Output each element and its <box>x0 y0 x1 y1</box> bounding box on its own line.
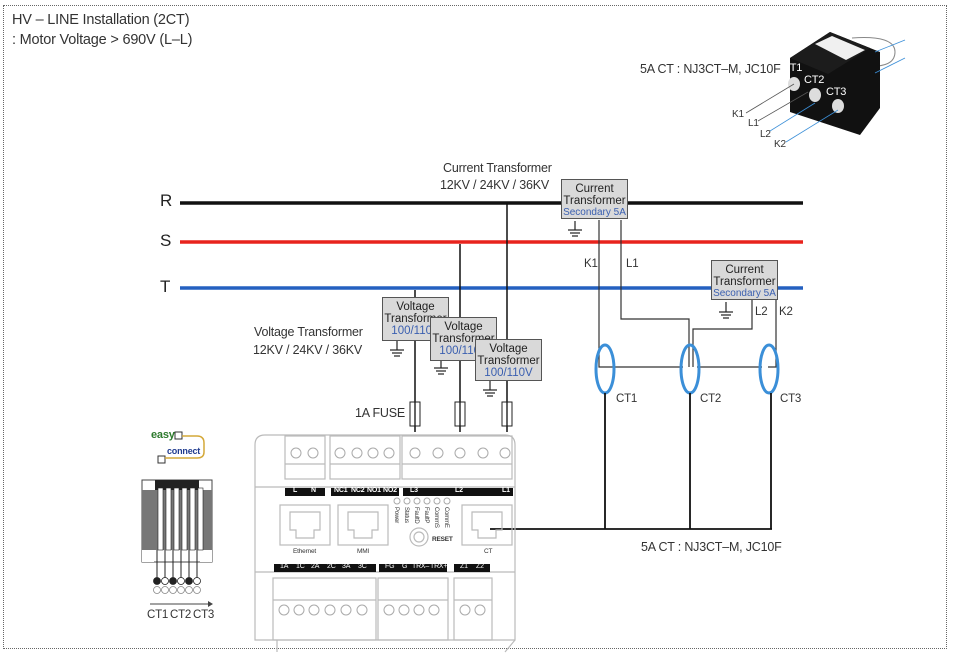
easy-connect-logo <box>157 431 205 464</box>
port-mmi-label: MMI <box>357 548 370 555</box>
ct-ring-2 <box>679 343 701 395</box>
term-3a: 3A <box>342 563 351 570</box>
relay-device <box>254 434 516 653</box>
vt-box-line1: Voltage <box>489 343 528 355</box>
ct-product-hole-2: CT2 <box>804 74 825 86</box>
ct-ring-1 <box>594 343 616 395</box>
vt-box-sub: 100/110V <box>484 367 533 379</box>
led-faultp: FaultP <box>423 507 429 524</box>
ct-box-sub: Secondary 5A <box>713 288 776 299</box>
ground-icon <box>719 302 733 319</box>
terminal-k2: K2 <box>779 306 793 318</box>
pin-label-ct3: CT3 <box>193 609 215 621</box>
ct-product-wire-k1: K1 <box>732 109 744 120</box>
bottom-screws <box>278 604 486 616</box>
ct-product-image <box>745 32 906 143</box>
ct-product-hole-1: CT1 <box>782 62 803 74</box>
term-trx-plus: TRX+ <box>430 563 448 570</box>
ct-rating-title: Current Transformer <box>443 161 552 175</box>
term-z1: Z1 <box>460 563 468 570</box>
term-n: N <box>311 487 316 494</box>
term-l3: L3 <box>410 487 418 494</box>
wire-l1 <box>620 220 690 367</box>
wire-l2 <box>692 300 753 367</box>
term-g: G <box>402 563 408 570</box>
terminal-k1: K1 <box>584 258 598 270</box>
ct-ring-label-2: CT2 <box>700 393 722 405</box>
ct-product-wire-l1: L1 <box>748 118 759 129</box>
term-2c: 2C <box>327 563 336 570</box>
reset-button-label: RESET <box>432 536 453 543</box>
pin-label-ct1: CT1 <box>147 609 169 621</box>
vt-box-line1: Voltage <box>396 301 435 313</box>
term-2a: 2A <box>311 563 320 570</box>
phase-label-r: R <box>160 191 173 210</box>
led-faultd: FaultD <box>413 507 419 524</box>
led-comms: CommS <box>433 507 439 528</box>
term-no1: NO1 <box>367 487 381 494</box>
ct-box-line1: Current <box>575 183 614 195</box>
led-status: Status <box>403 507 409 523</box>
terminal-l1: L1 <box>626 258 639 270</box>
vt-rating-voltage: 12KV / 24KV / 36KV <box>253 343 362 357</box>
easy-connect-word2: connect <box>167 446 201 456</box>
ground-icon <box>390 340 404 357</box>
ct-ring-label-1: CT1 <box>616 393 638 405</box>
diagram-frame <box>3 5 947 649</box>
ct-box-1: Current Transformer Secondary 5A <box>561 179 628 219</box>
port-ethernet-label: Ethernet <box>293 548 316 555</box>
phase-label-s: S <box>160 231 172 250</box>
term-fg: FG <box>385 563 395 570</box>
diagram-subtitle: : Motor Voltage > 690V (L–L) <box>12 32 193 48</box>
rj-connector-icon <box>141 479 213 607</box>
term-1a: 1A <box>280 563 289 570</box>
term-l2: L2 <box>455 487 463 494</box>
term-l: L <box>293 487 298 494</box>
term-nc2: NC2 <box>351 487 365 494</box>
ct-product-wire-l2: L2 <box>760 129 771 140</box>
term-no2: NO2 <box>383 487 397 494</box>
ct-product-model-label: 5A CT : NJ3CT–M, JC10F <box>640 62 781 76</box>
ct-product-hole-3: CT3 <box>826 86 847 98</box>
ct-box-line1: Current <box>725 264 764 276</box>
term-nc1: NC1 <box>334 487 348 494</box>
easy-connect-word1: easy <box>151 429 175 441</box>
ground-icon <box>483 380 497 397</box>
term-1c: 1C <box>296 563 305 570</box>
port-ct-label: CT <box>484 548 493 555</box>
vt-box-line2: Transformer <box>477 355 540 367</box>
wire-k2 <box>768 300 777 368</box>
leds <box>393 497 451 505</box>
led-power: Power <box>393 507 399 524</box>
ct-rating-voltage: 12KV / 24KV / 36KV <box>440 178 549 192</box>
pin-label-ct2: CT2 <box>170 609 192 621</box>
wire-k1 <box>598 220 612 368</box>
ct-box-line2: Transformer <box>563 195 626 207</box>
terminal-l2: L2 <box>755 306 768 318</box>
ct-product-wire-k2: K2 <box>774 139 786 150</box>
diagram-title: HV – LINE Installation (2CT) <box>12 12 190 28</box>
vt-rating-title: Voltage Transformer <box>254 325 363 339</box>
ct-model-label: 5A CT : NJ3CT–M, JC10F <box>641 540 782 554</box>
phase-label-t: T <box>160 277 171 296</box>
ct-ring-3 <box>758 343 780 395</box>
fuse-label: 1A FUSE <box>355 406 406 420</box>
term-3c: 3C <box>358 563 367 570</box>
ct-ring-label-3: CT3 <box>780 393 802 405</box>
ct-box-line2: Transformer <box>713 276 776 288</box>
term-l1: L1 <box>502 487 510 494</box>
vt-box-3: Voltage Transformer 100/110V <box>475 339 542 381</box>
term-z2: Z2 <box>476 563 484 570</box>
led-comme: CommE <box>443 507 449 528</box>
ct-box-sub: Secondary 5A <box>563 207 626 218</box>
term-trx-minus: TRX– <box>412 563 430 570</box>
vt-box-sub: 100/110V <box>391 325 440 337</box>
top-screws <box>290 447 511 459</box>
ct-box-2: Current Transformer Secondary 5A <box>711 260 778 300</box>
vt-box-line1: Voltage <box>444 321 483 333</box>
ground-icon <box>568 221 582 237</box>
